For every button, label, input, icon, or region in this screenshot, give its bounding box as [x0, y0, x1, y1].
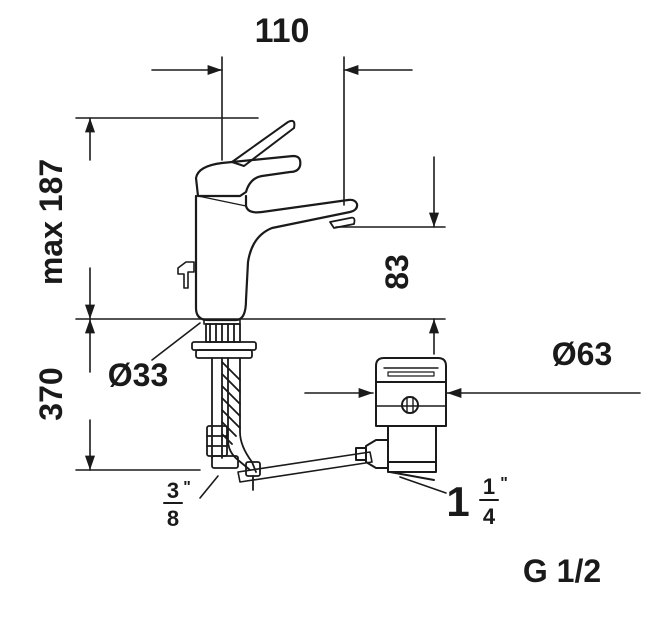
- connection-fraction: 3 " 8: [163, 478, 191, 531]
- below-deck-dimension-label: 370: [33, 367, 69, 420]
- faucet-body: [177, 119, 359, 325]
- dimension-lines: [75, 56, 641, 499]
- hole-diameter-label: Ø33: [108, 357, 168, 393]
- thread-denominator: 4: [483, 504, 496, 529]
- under-deck-assembly: [191, 323, 373, 491]
- fraction-denominator: 8: [167, 506, 179, 531]
- waste-diameter-label: Ø63: [552, 336, 612, 372]
- thread-inch-mark: ": [500, 475, 508, 492]
- thread-whole: 1: [446, 478, 469, 525]
- max-height-dimension-label: max 187: [33, 159, 69, 285]
- pop-up-waste: [355, 357, 447, 481]
- waste-thread-label: 1 1 " 4: [446, 474, 507, 529]
- spout-height-dimension-label: 83: [379, 254, 415, 290]
- thread-numerator: 1: [483, 474, 495, 499]
- width-dimension-label: 110: [255, 12, 310, 50]
- footnote-thread-spec: G 1/2: [523, 553, 601, 589]
- fraction-numerator: 3: [167, 478, 179, 503]
- fraction-inch-mark: ": [183, 479, 191, 496]
